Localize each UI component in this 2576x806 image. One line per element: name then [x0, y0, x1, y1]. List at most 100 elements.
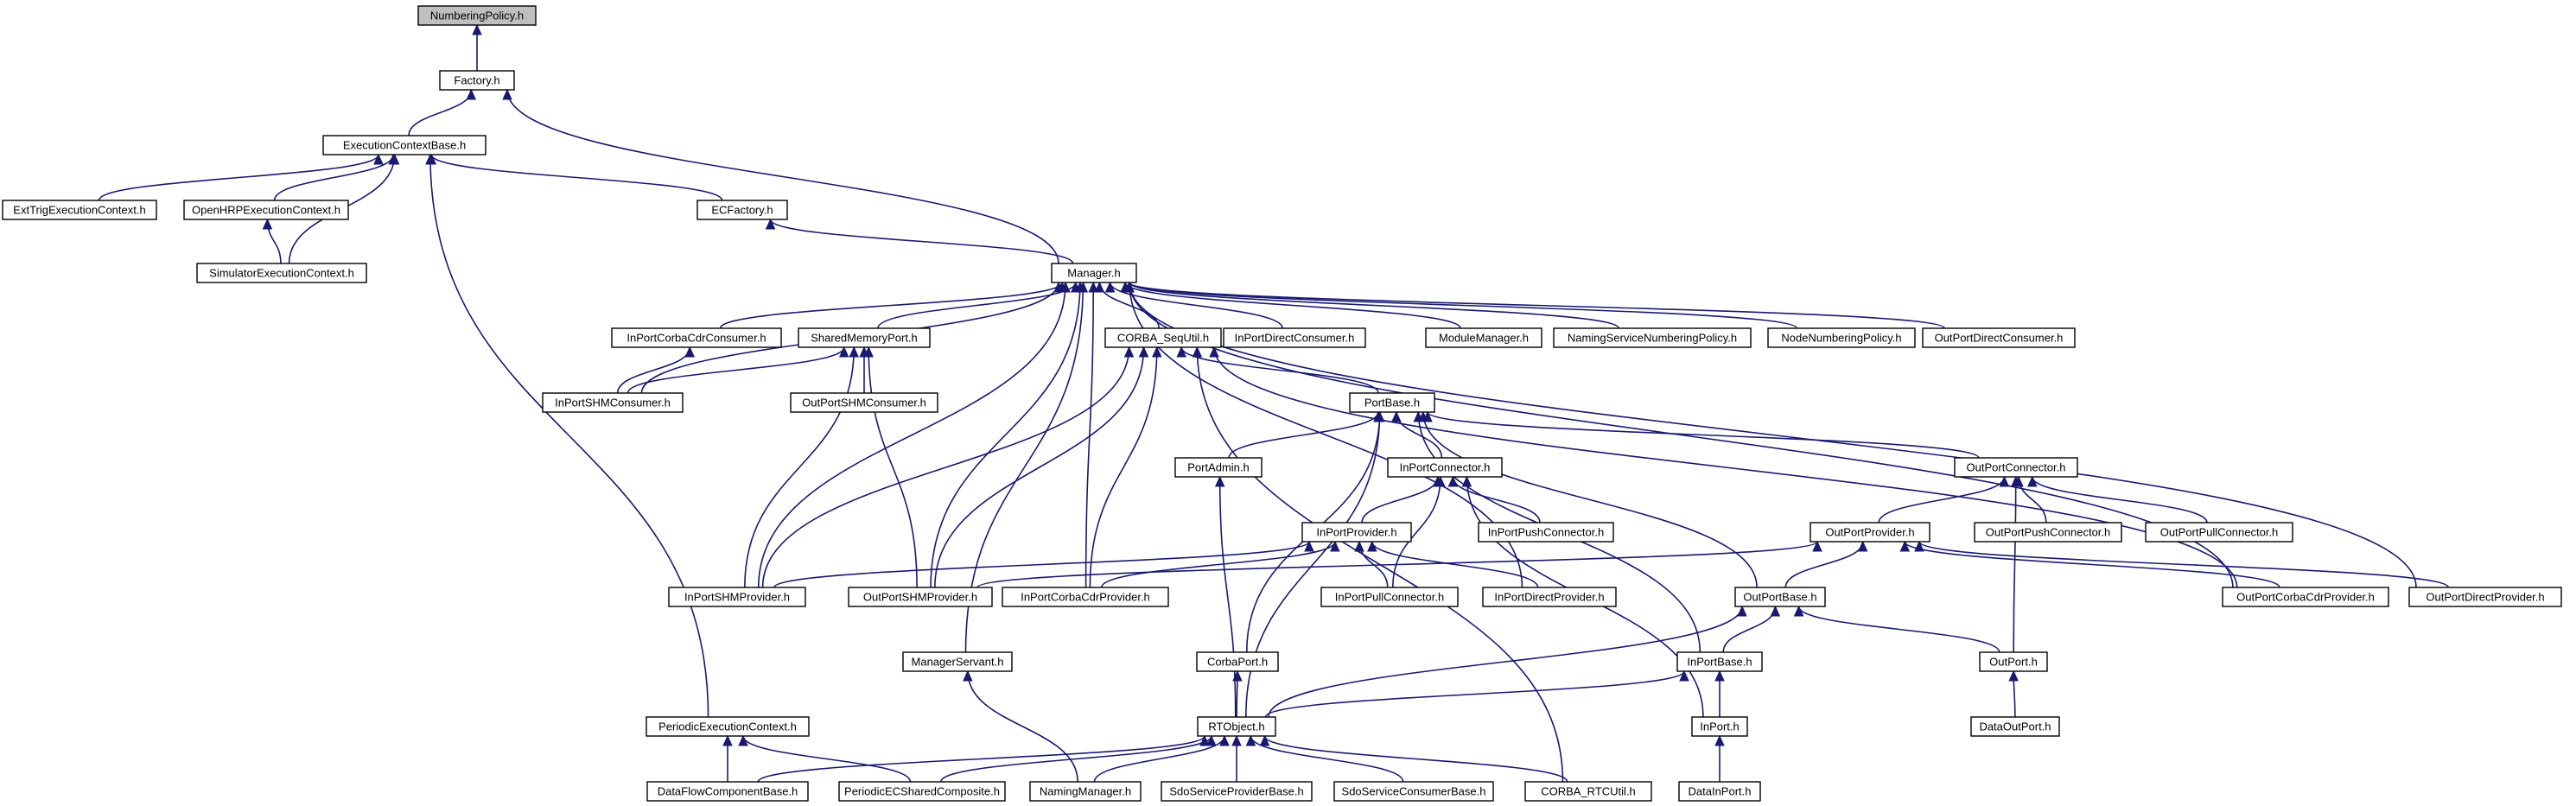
node-simulatorexecutioncontext[interactable]: SimulatorExecutionContext.h — [196, 263, 367, 283]
node-box[interactable] — [902, 651, 1013, 672]
node-label[interactable]: RTObject.h — [1208, 720, 1264, 733]
node-sdoserviceproviderbase[interactable]: SdoServiceProviderBase.h — [1161, 781, 1313, 802]
node-label[interactable]: OutPortProvider.h — [1825, 526, 1914, 539]
node-outportdirectprovider[interactable]: OutPortDirectProvider.h — [2408, 587, 2562, 607]
node-ecfactory[interactable]: ECFactory.h — [696, 200, 788, 220]
node-box[interactable] — [696, 200, 788, 220]
node-label[interactable]: InPortPushConnector.h — [1488, 526, 1604, 539]
node-label[interactable]: InPortBase.h — [1687, 656, 1752, 669]
node-namingmanager[interactable]: NamingManager.h — [1029, 781, 1142, 802]
node-box[interactable] — [1676, 651, 1763, 672]
node-label[interactable]: PeriodicExecutionContext.h — [658, 720, 797, 733]
node-outportprovider[interactable]: OutPortProvider.h — [1810, 522, 1930, 543]
node-portadmin[interactable]: PortAdmin.h — [1174, 457, 1263, 478]
node-label[interactable]: InPort.h — [1700, 720, 1740, 733]
node-label[interactable]: SimulatorExecutionContext.h — [209, 267, 354, 280]
node-label[interactable]: PortBase.h — [1364, 397, 1420, 409]
node-box[interactable] — [1810, 522, 1930, 543]
node-box[interactable] — [1974, 522, 2122, 543]
node-label[interactable]: InPortConnector.h — [1400, 461, 1491, 474]
node-label[interactable]: ManagerServant.h — [912, 656, 1004, 669]
node-label[interactable]: PortAdmin.h — [1187, 461, 1250, 474]
node-box[interactable] — [1970, 716, 2060, 737]
node-label[interactable]: OutPortSHMConsumer.h — [802, 397, 926, 409]
node-outportdirectconsumer[interactable]: OutPortDirectConsumer.h — [1922, 327, 2076, 348]
node-box[interactable] — [196, 263, 367, 283]
node-box[interactable] — [2, 200, 157, 220]
node-box[interactable] — [1691, 716, 1748, 737]
node-namingservicenumberingpolicy[interactable]: NamingServiceNumberingPolicy.h — [1553, 327, 1752, 348]
node-box[interactable] — [1482, 587, 1617, 607]
node-periodicexecutioncontext[interactable]: PeriodicExecutionContext.h — [646, 716, 810, 737]
node-outportpushconnector[interactable]: OutPortPushConnector.h — [1974, 522, 2122, 543]
node-inportbase[interactable]: InPortBase.h — [1676, 651, 1763, 672]
node-label[interactable]: OutPortPushConnector.h — [1986, 526, 2111, 539]
node-numberingpolicy[interactable]: NumberingPolicy.h — [417, 5, 537, 26]
node-box[interactable] — [1349, 392, 1435, 413]
node-box[interactable] — [439, 70, 515, 91]
node-box[interactable] — [1333, 781, 1494, 802]
node-box[interactable] — [1553, 327, 1752, 348]
node-box[interactable] — [646, 716, 810, 737]
node-box[interactable] — [1029, 781, 1142, 802]
node-corbaport[interactable]: CorbaPort.h — [1196, 651, 1279, 672]
node-label[interactable]: ExecutionContextBase.h — [343, 139, 466, 152]
node-box[interactable] — [848, 587, 993, 607]
node-label[interactable]: ExtTrigExecutionContext.h — [13, 204, 145, 217]
node-outportbase[interactable]: OutPortBase.h — [1734, 587, 1826, 607]
node-box[interactable] — [542, 392, 684, 413]
node-box[interactable] — [1387, 457, 1503, 478]
node-box[interactable] — [1161, 781, 1313, 802]
node-executioncontextbase[interactable]: ExecutionContextBase.h — [322, 135, 487, 155]
node-label[interactable]: CORBA_RTCUtil.h — [1541, 785, 1636, 798]
node-box[interactable] — [790, 392, 938, 413]
node-label[interactable]: InPortSHMConsumer.h — [555, 397, 671, 409]
node-label[interactable]: NamingServiceNumberingPolicy.h — [1568, 332, 1737, 345]
node-box[interactable] — [611, 327, 782, 348]
node-label[interactable]: Manager.h — [1067, 267, 1120, 280]
node-portbase[interactable]: PortBase.h — [1349, 392, 1435, 413]
node-inportpushconnector[interactable]: InPortPushConnector.h — [1478, 522, 1614, 543]
node-label[interactable]: CORBA_SeqUtil.h — [1117, 332, 1209, 345]
node-label[interactable]: InPortDirectConsumer.h — [1235, 332, 1355, 345]
node-box[interactable] — [1425, 327, 1542, 348]
node-box[interactable] — [798, 327, 931, 348]
node-box[interactable] — [1954, 457, 2078, 478]
node-datainport[interactable]: DataInPort.h — [1678, 781, 1761, 802]
node-box[interactable] — [1320, 587, 1459, 607]
node-box[interactable] — [1301, 522, 1412, 543]
node-inportdirectconsumer[interactable]: InPortDirectConsumer.h — [1223, 327, 1366, 348]
node-outport[interactable]: OutPort.h — [1979, 651, 2048, 672]
node-label[interactable]: DataOutPort.h — [1979, 720, 2051, 733]
node-label[interactable]: SharedMemoryPort.h — [811, 332, 918, 345]
node-sdoserviceconsumerbase[interactable]: SdoServiceConsumerBase.h — [1333, 781, 1494, 802]
node-box[interactable] — [646, 781, 809, 802]
node-box[interactable] — [1922, 327, 2076, 348]
node-outportconnector[interactable]: OutPortConnector.h — [1954, 457, 2078, 478]
node-inportprovider[interactable]: InPortProvider.h — [1301, 522, 1412, 543]
node-outportshmprovider[interactable]: OutPortSHMProvider.h — [848, 587, 993, 607]
node-factory[interactable]: Factory.h — [439, 70, 515, 91]
node-label[interactable]: OutPort.h — [1989, 656, 2038, 669]
node-outportcorbacdrprovider[interactable]: OutPortCorbaCdrProvider.h — [2222, 587, 2389, 607]
node-label[interactable]: OpenHRPExecutionContext.h — [192, 204, 340, 217]
node-label[interactable]: InPortPullConnector.h — [1335, 591, 1444, 604]
node-label[interactable]: InPortProvider.h — [1316, 526, 1396, 539]
node-manager[interactable]: Manager.h — [1051, 263, 1137, 283]
node-label[interactable]: ModuleManager.h — [1439, 332, 1529, 345]
node-box[interactable] — [1734, 587, 1826, 607]
node-label[interactable]: NumberingPolicy.h — [430, 10, 524, 22]
node-box[interactable] — [668, 587, 806, 607]
node-box[interactable] — [1104, 327, 1222, 348]
node-label[interactable]: SdoServiceConsumerBase.h — [1342, 785, 1486, 798]
node-outportpullconnector[interactable]: OutPortPullConnector.h — [2145, 522, 2293, 543]
node-exttrigexecutioncontext[interactable]: ExtTrigExecutionContext.h — [2, 200, 157, 220]
node-label[interactable]: ECFactory.h — [711, 204, 773, 217]
node-inportshmprovider[interactable]: InPortSHMProvider.h — [668, 587, 806, 607]
node-label[interactable]: OutPortConnector.h — [1967, 461, 2066, 474]
node-box[interactable] — [838, 781, 1006, 802]
node-label[interactable]: PeriodicECSharedComposite.h — [844, 785, 1000, 798]
node-box[interactable] — [1478, 522, 1614, 543]
node-label[interactable]: NamingManager.h — [1040, 785, 1131, 798]
node-inportpullconnector[interactable]: InPortPullConnector.h — [1320, 587, 1459, 607]
